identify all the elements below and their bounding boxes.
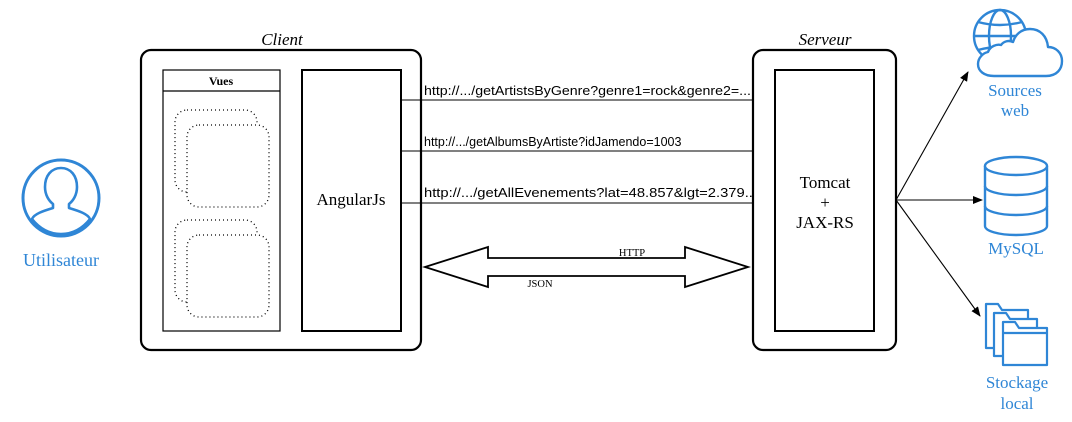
web-sources-label-line1: Sources: [988, 81, 1042, 100]
tomcat-jaxrs-box: [774, 69, 875, 332]
web-cloud-icon: [972, 8, 1064, 78]
web-sources-label-line2: web: [1001, 101, 1029, 120]
client-title: Client: [261, 30, 304, 49]
user-icon: [21, 158, 101, 238]
arrow-to-web-sources: [895, 71, 969, 201]
arrow-to-local-storage: [895, 199, 981, 317]
user-label: Utilisateur: [23, 250, 99, 270]
http-label: HTTP: [619, 248, 645, 259]
server-line-plus: +: [820, 193, 830, 212]
server-line-tomcat: Tomcat: [800, 173, 851, 192]
database-icon: [983, 155, 1049, 237]
view-group-2: [174, 219, 270, 318]
view-placeholder: [186, 234, 270, 318]
json-label: JSON: [527, 279, 553, 290]
local-storage-label-line1: Stockage: [986, 373, 1048, 392]
server-line-jaxrs: JAX-RS: [796, 213, 854, 232]
http-json-double-arrow: [422, 245, 751, 289]
request-url-1: http://.../getArtistsByGenre?genre1=rock…: [424, 84, 751, 98]
server-title: Serveur: [799, 30, 852, 49]
local-storage-label-line2: local: [1000, 394, 1033, 413]
mysql-label: MySQL: [988, 239, 1044, 258]
angularjs-label: AngularJs: [317, 190, 386, 209]
view-placeholder: [186, 124, 270, 208]
angularjs-box: [301, 69, 402, 332]
folders-icon: [984, 302, 1049, 367]
request-url-3: http://.../getAllEvenements?lat=48.857&l…: [424, 186, 757, 200]
views-label: Vues: [209, 74, 234, 88]
request-url-2: http://.../getAlbumsByArtiste?idJamendo=…: [424, 135, 681, 149]
view-group-1: [174, 109, 270, 208]
